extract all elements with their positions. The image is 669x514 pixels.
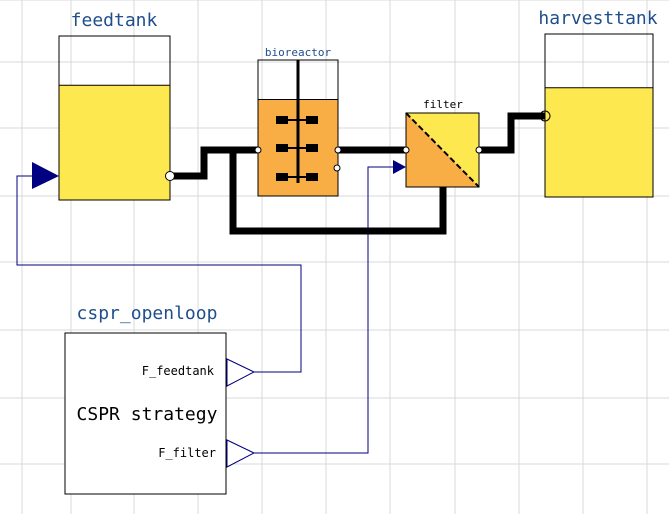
- filter-inlet-port[interactable]: [402, 146, 410, 154]
- filter-outlet-port[interactable]: [475, 146, 483, 154]
- bioreactor-aux-port[interactable]: [333, 164, 341, 172]
- harvesttank-inlet-port[interactable]: [539, 110, 551, 122]
- output-port-filter[interactable]: [226, 439, 256, 468]
- controller-title: CSPR strategy: [77, 404, 218, 425]
- bioreactor-inlet-port[interactable]: [254, 146, 262, 154]
- controller-cspr-openloop[interactable]: cspr_openloop CSPR strategy F_feedtank F…: [64, 303, 256, 495]
- harvesttank-outline: [544, 33, 654, 198]
- output-label-filter: F_filter: [158, 446, 216, 460]
- controller-box: [64, 332, 227, 495]
- controller-label: cspr_openloop: [77, 303, 218, 324]
- output-label-feedtank: F_feedtank: [142, 364, 215, 378]
- bioreactor-label: bioreactor: [265, 46, 332, 59]
- feedtank-outline: [58, 35, 171, 201]
- filter-label: filter: [423, 98, 463, 111]
- signal-line-filter: [254, 166, 393, 454]
- feedtank-input-port[interactable]: [32, 162, 59, 189]
- signal-line-feedtank: [16, 175, 302, 373]
- pipe-feedtank-to-bioreactor: [170, 146, 258, 180]
- signal-lines: [16, 166, 393, 454]
- feedtank-label: feedtank: [71, 10, 158, 31]
- feedtank-outlet-port[interactable]: [165, 171, 175, 181]
- pipe-filter-to-harvesttank: [479, 112, 545, 154]
- filter-membrane-icon: [405, 112, 480, 188]
- bioreactor-outlet-port[interactable]: [334, 146, 342, 154]
- pipe-filter-recycle: [229, 146, 447, 235]
- output-port-feedtank[interactable]: [226, 358, 256, 387]
- harvesttank[interactable]: harvesttank: [538, 8, 658, 198]
- harvesttank-label: harvesttank: [538, 8, 657, 29]
- stirrer-icon: [276, 60, 318, 183]
- filter-input-port[interactable]: [393, 160, 406, 174]
- feedtank-liquid: [59, 85, 170, 200]
- bioreactor[interactable]: bioreactor: [254, 46, 342, 197]
- filter[interactable]: filter: [393, 98, 483, 188]
- feedtank[interactable]: feedtank: [32, 10, 175, 201]
- harvesttank-liquid: [545, 87, 653, 197]
- pipes: [170, 112, 545, 235]
